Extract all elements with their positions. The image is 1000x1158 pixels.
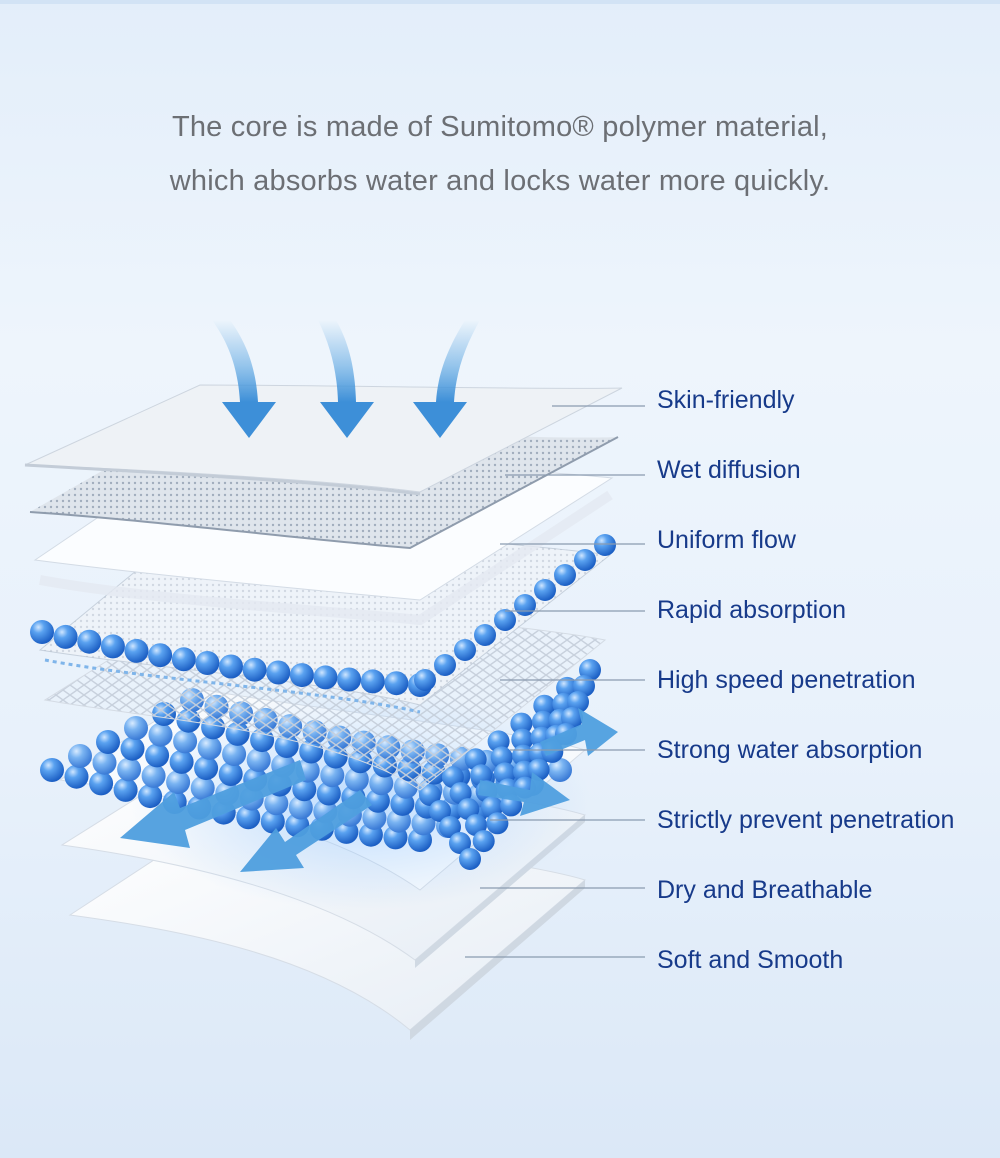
bead (414, 669, 436, 691)
bead (548, 758, 572, 782)
bead (289, 663, 314, 688)
bead (260, 809, 285, 834)
skin-friendly-layer (24, 384, 623, 496)
bead (510, 712, 533, 735)
bead (360, 669, 385, 694)
bead (574, 549, 596, 571)
bead (316, 781, 341, 806)
bead (494, 609, 516, 631)
bead (68, 744, 92, 768)
headline: The core is made of Sumitomo® polymer ma… (0, 100, 1000, 208)
bead (222, 742, 247, 767)
arrow-left-icon (120, 760, 306, 848)
bead (219, 654, 243, 679)
bead (384, 671, 409, 696)
bead (53, 624, 78, 649)
bead (89, 771, 114, 796)
bead (117, 757, 142, 782)
bead (197, 735, 222, 760)
arrow-right-icon (478, 772, 570, 816)
bead (511, 728, 534, 751)
headline-line-2: which absorbs water and locks water more… (169, 165, 831, 197)
bead (459, 848, 481, 870)
bead (320, 763, 345, 788)
bead (148, 722, 173, 747)
bead (100, 634, 125, 659)
label-wet-diffusion: Wet diffusion (657, 456, 801, 484)
bead (266, 660, 291, 685)
bead (148, 643, 173, 668)
bead (533, 694, 556, 717)
bead (96, 730, 120, 754)
arrow-left-icon (240, 790, 372, 872)
bead (40, 758, 64, 782)
bead (486, 812, 509, 835)
bead (292, 777, 317, 802)
bead (419, 784, 441, 806)
bead (264, 791, 289, 816)
bead (531, 710, 554, 733)
upper-bead-layer (30, 534, 616, 697)
bead (454, 639, 476, 661)
bead (554, 564, 576, 586)
bead (64, 764, 89, 789)
bead (429, 800, 451, 822)
bead (434, 654, 456, 676)
label-dry-and-breathable: Dry and Breathable (657, 876, 873, 904)
arrow-down-icon (212, 320, 276, 438)
bead (242, 657, 267, 682)
diffusion-arrows (120, 708, 618, 872)
label-strong-water-absorption: Strong water absorption (657, 736, 923, 764)
bead (236, 805, 261, 830)
bead (145, 743, 170, 768)
bead (337, 667, 362, 692)
bead (190, 776, 215, 800)
label-rapid-absorption: Rapid absorption (657, 596, 847, 624)
bead (30, 620, 54, 644)
bead (472, 830, 495, 853)
bead (166, 770, 191, 795)
bead (474, 624, 496, 646)
bead (594, 534, 616, 556)
bead (124, 638, 149, 663)
downward-arrows (212, 320, 480, 438)
bead (141, 763, 166, 788)
headline-line-1: The core is made of Sumitomo® polymer ma… (171, 111, 829, 143)
bead (534, 579, 556, 601)
arrow-down-icon (318, 320, 374, 438)
bead (171, 647, 196, 672)
bead (313, 665, 338, 690)
label-skin-friendly: Skin-friendly (657, 386, 795, 414)
bead (124, 716, 148, 740)
bead (218, 762, 243, 786)
label-uniform-flow: Uniform flow (657, 526, 796, 554)
top-divider (0, 0, 1000, 4)
bead (246, 748, 271, 772)
bead (344, 767, 369, 792)
bead (92, 750, 117, 775)
arrow-down-icon (413, 320, 480, 438)
bead (194, 756, 219, 781)
bead (138, 784, 163, 809)
leader-lines (465, 405, 645, 958)
bead (439, 816, 461, 838)
bead (369, 771, 394, 796)
bead (77, 629, 102, 654)
bead (173, 729, 198, 754)
bead (288, 795, 313, 820)
bead (195, 651, 220, 675)
bead (113, 777, 138, 802)
bead (120, 736, 145, 761)
label-soft-and-smooth: Soft and Smooth (657, 946, 844, 974)
label-high-speed-penetration: High speed penetration (657, 666, 916, 694)
arrow-right-icon (540, 708, 618, 756)
bead (169, 749, 194, 774)
label-strictly-prevent-penetration: Strictly prevent penetration (657, 806, 955, 834)
bead (449, 832, 471, 854)
